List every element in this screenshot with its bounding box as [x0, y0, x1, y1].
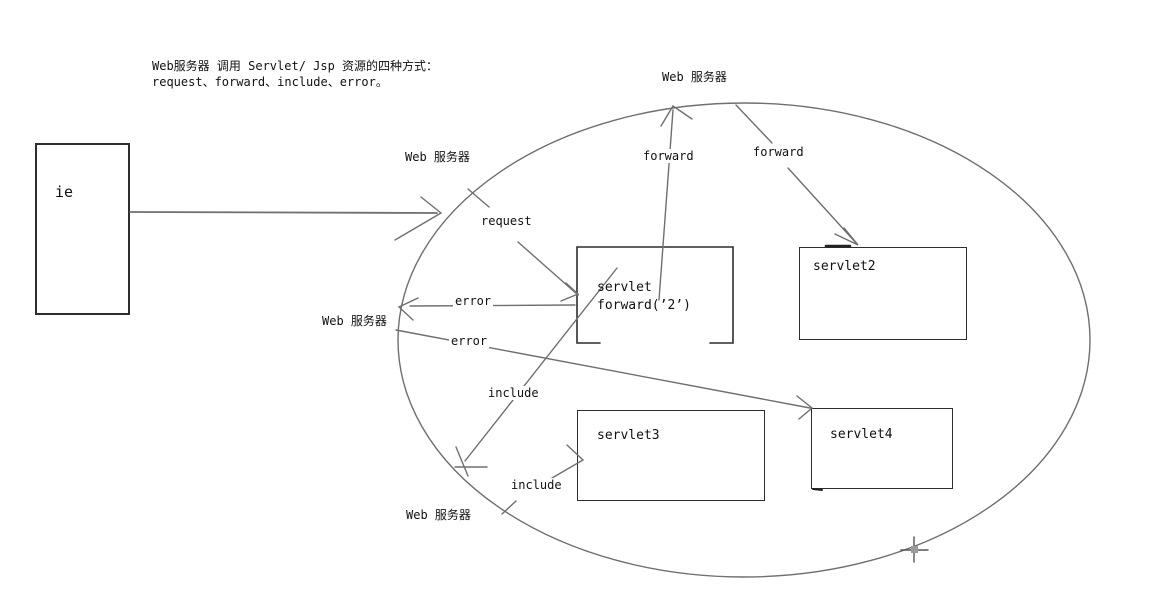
servlet4-label: servlet4 — [830, 427, 893, 442]
include-lower-arrow — [551, 444, 585, 479]
request-arrowhead — [394, 196, 443, 241]
error-horizontal-arrowhead — [397, 297, 419, 321]
include-x-mark — [455, 446, 469, 477]
servlet2-box: servlet2 — [799, 247, 967, 340]
servlet2-label: servlet2 — [813, 259, 876, 274]
include-up-line — [464, 267, 618, 462]
bottom-label-leader-line — [501, 500, 517, 515]
servlet4-bottom-dash — [812, 488, 823, 491]
title-block: Web服务器 调用 Servlet/ Jsp 资源的四种方式： request、… — [152, 58, 438, 90]
servlet4-box: servlet4 — [811, 408, 953, 489]
include-upper-label: include — [486, 386, 541, 400]
web-server-ellipse — [397, 102, 1091, 578]
forward-up-line — [658, 109, 674, 301]
crosshair-center-dot — [911, 546, 918, 553]
request-to-servlet1-arrowhead — [560, 282, 580, 302]
web-server-label-top: Web 服务器 — [660, 70, 729, 84]
servlet1-text: servlet forward(’2’) — [577, 247, 733, 343]
servlet3-label: servlet3 — [597, 428, 660, 443]
servlet1-box-outline — [576, 246, 734, 344]
title-line-2: request、forward、include、error。 — [152, 75, 388, 89]
forward-down-line-a — [735, 104, 773, 144]
servlet1-label-line2: forward(’2’) — [597, 298, 691, 313]
web-server-label-top-outer: Web 服务器 — [403, 150, 472, 164]
request-label: request — [479, 214, 534, 228]
forward-left-label: forward — [641, 149, 696, 163]
forward-down-arrowhead — [834, 227, 859, 246]
web-server-label-bottom: Web 服务器 — [404, 508, 473, 522]
error-horizontal-label: error — [453, 294, 494, 308]
request-leader-line — [467, 188, 490, 208]
ie-client-box: ie — [35, 143, 130, 315]
ie-client-label: ie — [55, 183, 74, 201]
error-diagonal-arrowhead — [796, 395, 814, 420]
title-line-1: Web服务器 调用 Servlet/ Jsp 资源的四种方式： — [152, 59, 439, 73]
web-server-label-left: Web 服务器 — [320, 314, 389, 328]
forward-right-label: forward — [751, 145, 806, 159]
request-to-servlet1-line — [517, 241, 579, 296]
include-lower-label: include — [509, 478, 564, 492]
error-diagonal-label: error — [449, 334, 490, 348]
servlet1-label-line1: servlet — [597, 280, 652, 295]
request-line — [129, 211, 438, 214]
forward-up-arrowhead — [660, 105, 693, 127]
forward-down-line-b — [787, 167, 858, 245]
